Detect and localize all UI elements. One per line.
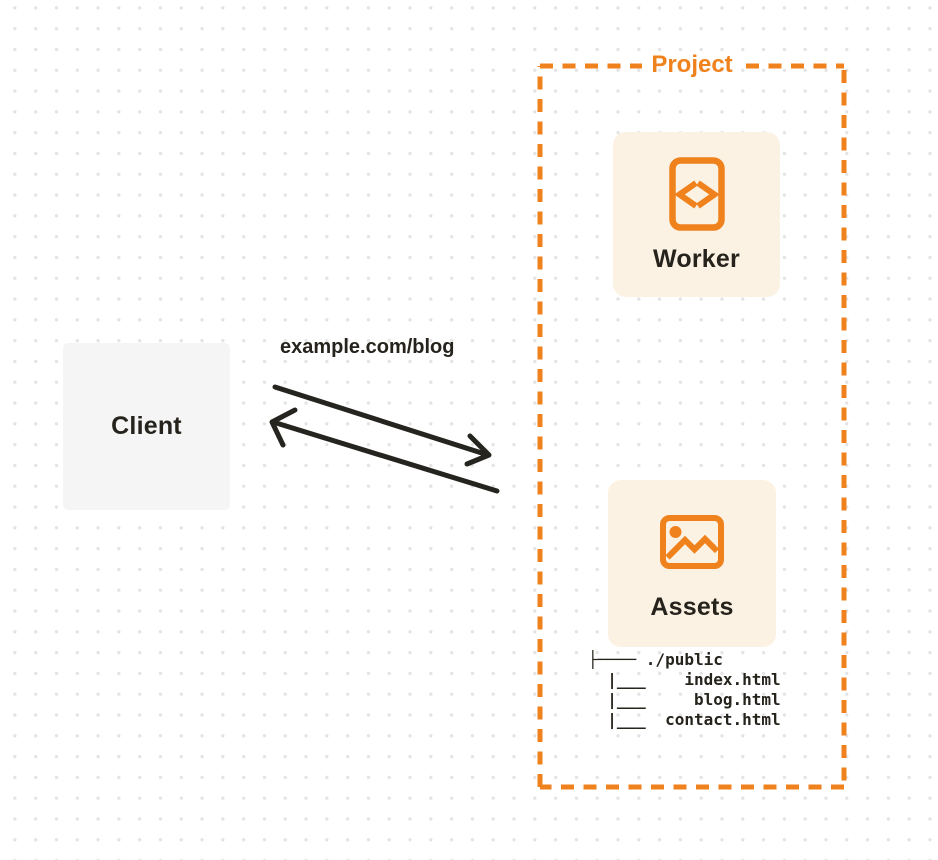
worker-node: Worker <box>613 132 780 297</box>
client-label: Client <box>111 412 182 440</box>
tree-line-blog: |___ blog.html <box>588 690 781 709</box>
request-arrow <box>272 384 492 467</box>
code-file-icon <box>668 157 725 245</box>
worker-label: Worker <box>653 245 740 273</box>
project-label: Project <box>651 51 733 78</box>
assets-node: Assets <box>608 480 776 647</box>
request-url-label: example.com/blog <box>280 336 455 358</box>
assets-file-tree: ├──── ./public |___ index.html |___ blog… <box>588 650 781 730</box>
tree-line-public: ├──── ./public <box>588 650 723 669</box>
client-node: Client <box>63 343 230 510</box>
tree-line-index: |___ index.html <box>588 670 781 689</box>
tree-line-contact: |___ contact.html <box>588 710 781 729</box>
response-arrow <box>269 407 500 494</box>
assets-label: Assets <box>650 593 734 621</box>
image-icon <box>660 515 724 593</box>
